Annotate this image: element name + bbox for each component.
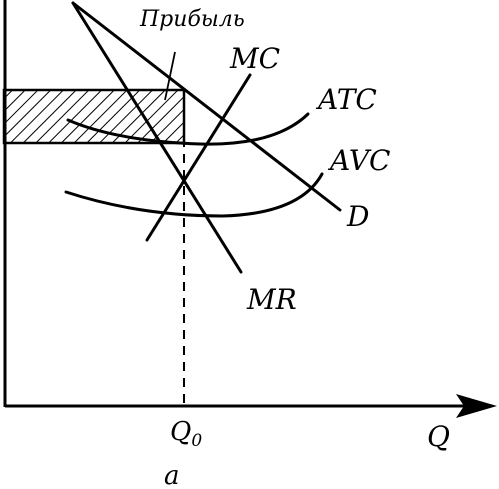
mc-label: MC — [229, 42, 280, 75]
caption-label: a — [164, 461, 180, 489]
atc-curve — [66, 112, 310, 146]
demand-curve — [71, 1, 342, 212]
mr-label: MR — [246, 283, 297, 316]
q0-label: Q0 — [170, 417, 202, 451]
atc-label: ATC — [315, 83, 377, 116]
q0-letter: Q — [170, 417, 191, 447]
q0-subscript: 0 — [191, 431, 202, 451]
x-axis-arrowhead — [456, 394, 497, 418]
profit-label: Прибыль — [139, 7, 245, 32]
avc-label: AVC — [327, 144, 390, 177]
q-axis-label: Q — [427, 420, 450, 453]
profit-pointer — [164, 51, 176, 101]
d-label: D — [346, 200, 369, 233]
mr-curve — [71, 1, 243, 274]
avc-curve — [64, 172, 324, 218]
